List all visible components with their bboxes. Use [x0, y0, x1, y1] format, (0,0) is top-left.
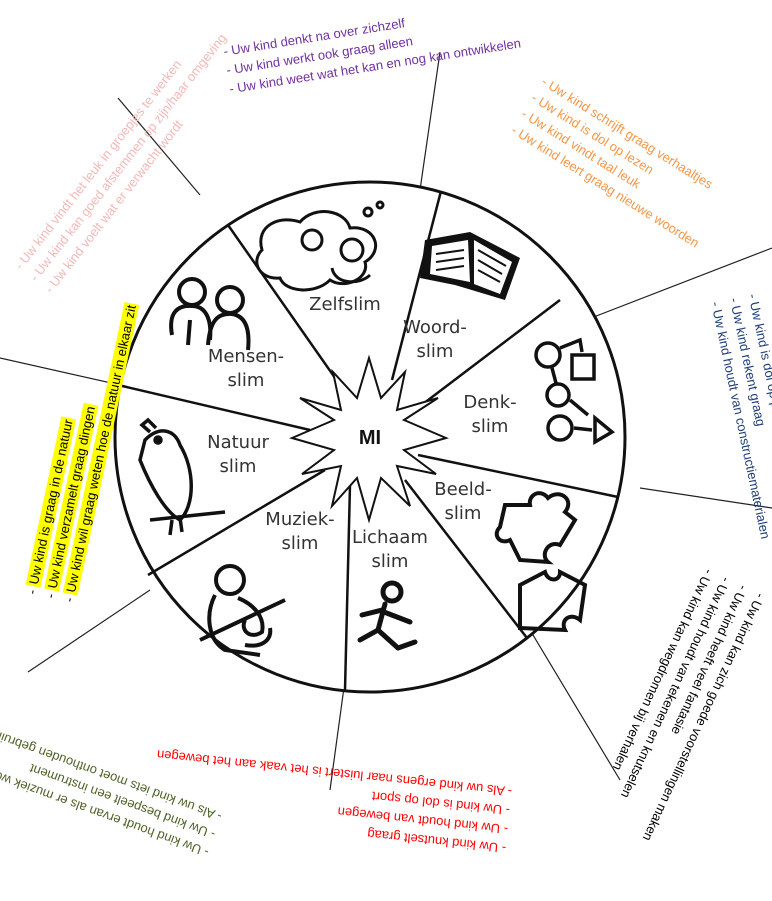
center-label: MI [359, 427, 381, 449]
wheel-spokes [117, 190, 619, 691]
puzzle-piece-icon [494, 491, 588, 633]
open-book-icon [420, 232, 520, 300]
segment-label-denkslim: Denk-slim [463, 392, 516, 437]
thinking-heads-icon [255, 200, 385, 292]
outer-divider-lines [0, 51, 772, 791]
segment-label-beeldslim: Beeld-slim [434, 479, 491, 524]
spoke [147, 468, 326, 577]
mi-starburst [289, 354, 449, 524]
segment-label-muziekslim: Muziek-slim [265, 509, 334, 554]
running-person-icon [357, 580, 418, 651]
segment-label-mensenslim: Mensen-slim [208, 346, 284, 391]
bird-icon [138, 417, 226, 536]
spoke [417, 453, 619, 499]
divider-line [27, 589, 151, 673]
two-people-icon [169, 277, 251, 351]
divider-line [419, 51, 441, 191]
segment-label-zelfslim: Zelfslim [309, 294, 381, 315]
spoke [404, 479, 528, 639]
spoke [226, 224, 342, 386]
segment-label-woordslim: Woord-slim [403, 317, 467, 362]
segment-labels: Zelfslim Woord-slim Denk-slim Beeld-slim… [207, 294, 517, 572]
divider-line [529, 629, 621, 781]
spoke [414, 299, 561, 411]
spoke [117, 383, 311, 432]
violinist-icon [199, 564, 286, 657]
spoke [343, 484, 352, 691]
spoke [390, 190, 443, 381]
flowchart-icon [534, 337, 616, 446]
